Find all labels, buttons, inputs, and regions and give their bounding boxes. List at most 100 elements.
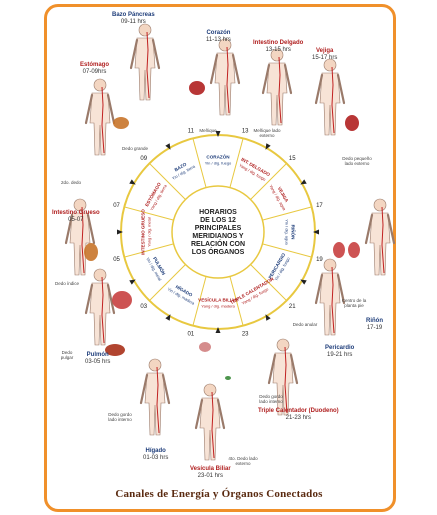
hour-label: 11 <box>188 129 195 135</box>
body-figure <box>314 58 346 136</box>
segment-name: VESÍCULA BILIAR <box>198 296 238 303</box>
arrow-mark <box>129 279 136 285</box>
organ-illustration <box>113 117 129 129</box>
body-figure <box>209 38 241 116</box>
body-figures <box>64 23 396 461</box>
arrow-mark <box>265 314 271 321</box>
spoke <box>149 264 186 301</box>
spoke <box>229 276 244 326</box>
center-line: DE LOS 12 <box>200 217 236 224</box>
spoke <box>124 206 174 221</box>
organ-illustration <box>225 376 231 380</box>
center-line: PRINCIPALES <box>195 225 242 232</box>
note-int-grueso: 2do. dedo <box>60 180 82 185</box>
arrow-mark <box>117 229 123 235</box>
center-line: RELACIÓN CON <box>191 239 245 248</box>
note-rinon: Centro de la planta pie <box>341 298 367 308</box>
note-dedo-indice: Dedo índice <box>54 281 80 286</box>
center-line: HORARIOS <box>199 209 237 216</box>
segment-name: BAZO <box>174 161 188 172</box>
spoke <box>192 276 207 326</box>
spoke <box>229 138 244 188</box>
spoke <box>262 243 312 258</box>
organ-illustration <box>333 242 345 258</box>
organ-illustration <box>84 243 98 261</box>
hour-label: 21 <box>289 304 296 310</box>
body-figure <box>267 338 299 416</box>
note-corazon: Meñique <box>199 128 217 133</box>
body-figure <box>84 268 116 346</box>
body-figure <box>139 358 171 436</box>
note-pulmon: Dedo pulgar <box>60 350 74 360</box>
hour-label: 01 <box>187 331 194 337</box>
arrow-mark <box>215 131 221 137</box>
organ-illustration <box>112 291 132 309</box>
spoke <box>250 163 287 200</box>
body-figure <box>194 383 226 461</box>
note-int-delgado: Meñique lado externo <box>253 128 281 138</box>
organ-illustration <box>345 115 359 131</box>
spoke <box>124 243 174 258</box>
note-vesicula: 4to. Dedo lado externo <box>228 456 258 466</box>
note-triple: Dedo gordo lado interno <box>259 394 283 404</box>
hour-label: 19 <box>316 257 323 263</box>
segment-name: INTESTINO GRUESO <box>141 209 146 255</box>
body-figure <box>84 78 116 156</box>
segment-sub: Yin / dig. fuego <box>205 161 232 166</box>
body-figure <box>364 198 396 276</box>
spoke <box>192 138 207 188</box>
hour-label: 13 <box>242 129 249 135</box>
hour-label: 15 <box>289 156 296 162</box>
hour-label: 07 <box>113 203 120 209</box>
segment-sub: Yin / dig. agua <box>285 219 290 245</box>
center-line: LOS ÓRGANOS <box>192 247 245 256</box>
arrow-mark <box>300 279 307 285</box>
arrow-mark <box>215 327 221 333</box>
spoke <box>262 206 312 221</box>
arrow-mark <box>300 179 307 185</box>
hour-label: 03 <box>140 304 147 310</box>
organ-illustration <box>105 344 125 356</box>
arrow-mark <box>129 179 136 185</box>
hour-label: 17 <box>316 203 323 209</box>
segment-sub: Yang / dig. madera <box>201 304 235 309</box>
clockwise-arrows <box>117 131 319 333</box>
arrow-mark <box>165 143 171 150</box>
segment-sub: Yang / dig. metal <box>147 217 152 247</box>
organ-illustration <box>189 81 205 95</box>
body-figure <box>129 23 161 101</box>
segment-name: RIÑÓN <box>291 225 298 240</box>
note-pericardio: Dedo anular <box>292 322 318 327</box>
inner-circle <box>171 185 265 279</box>
spoke <box>250 264 287 301</box>
center-line: MERIDIANOS Y <box>192 233 244 240</box>
segment-name: CORAZÓN <box>206 153 230 160</box>
organ-illustration <box>199 342 211 352</box>
label-triple: Triple Calentador (Duodeno)21-23 hrs <box>258 408 339 421</box>
hour-label: 09 <box>140 156 147 162</box>
